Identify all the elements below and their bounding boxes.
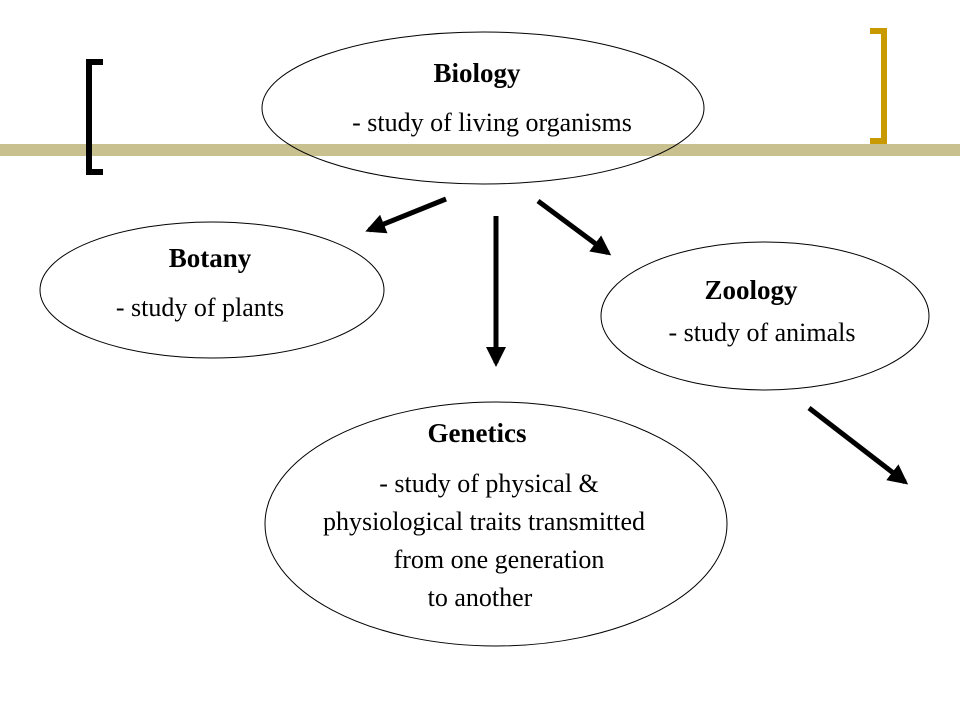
botany-node-outline [39, 221, 385, 359]
genetics-description-line-3: from one generation [394, 545, 605, 574]
genetics-description-line-1: - study of physical & [379, 469, 599, 498]
biology-description: - study of living organisms [352, 108, 632, 137]
zoology-description: - study of animals [668, 318, 855, 347]
biology-title: Biology [433, 58, 521, 88]
genetics-title: Genetics [428, 418, 527, 448]
right-bracket [870, 28, 887, 144]
zoology-title: Zoology [704, 275, 798, 305]
arrow-biology-to-zoology [536, 198, 612, 256]
biology-node-outline [261, 31, 705, 185]
genetics-node-outline [264, 401, 728, 647]
arrow-biology-to-botany [365, 196, 447, 234]
header-band [0, 144, 960, 156]
genetics-description-line-4: to another [428, 583, 533, 612]
botany-description: - study of plants [116, 293, 284, 322]
zoology-node-outline [600, 241, 930, 391]
arrow-zoology-to-offscreen [807, 406, 909, 485]
botany-title: Botany [169, 243, 252, 273]
genetics-description-line-2: physiological traits transmitted [323, 507, 645, 536]
left-bracket [86, 59, 103, 175]
